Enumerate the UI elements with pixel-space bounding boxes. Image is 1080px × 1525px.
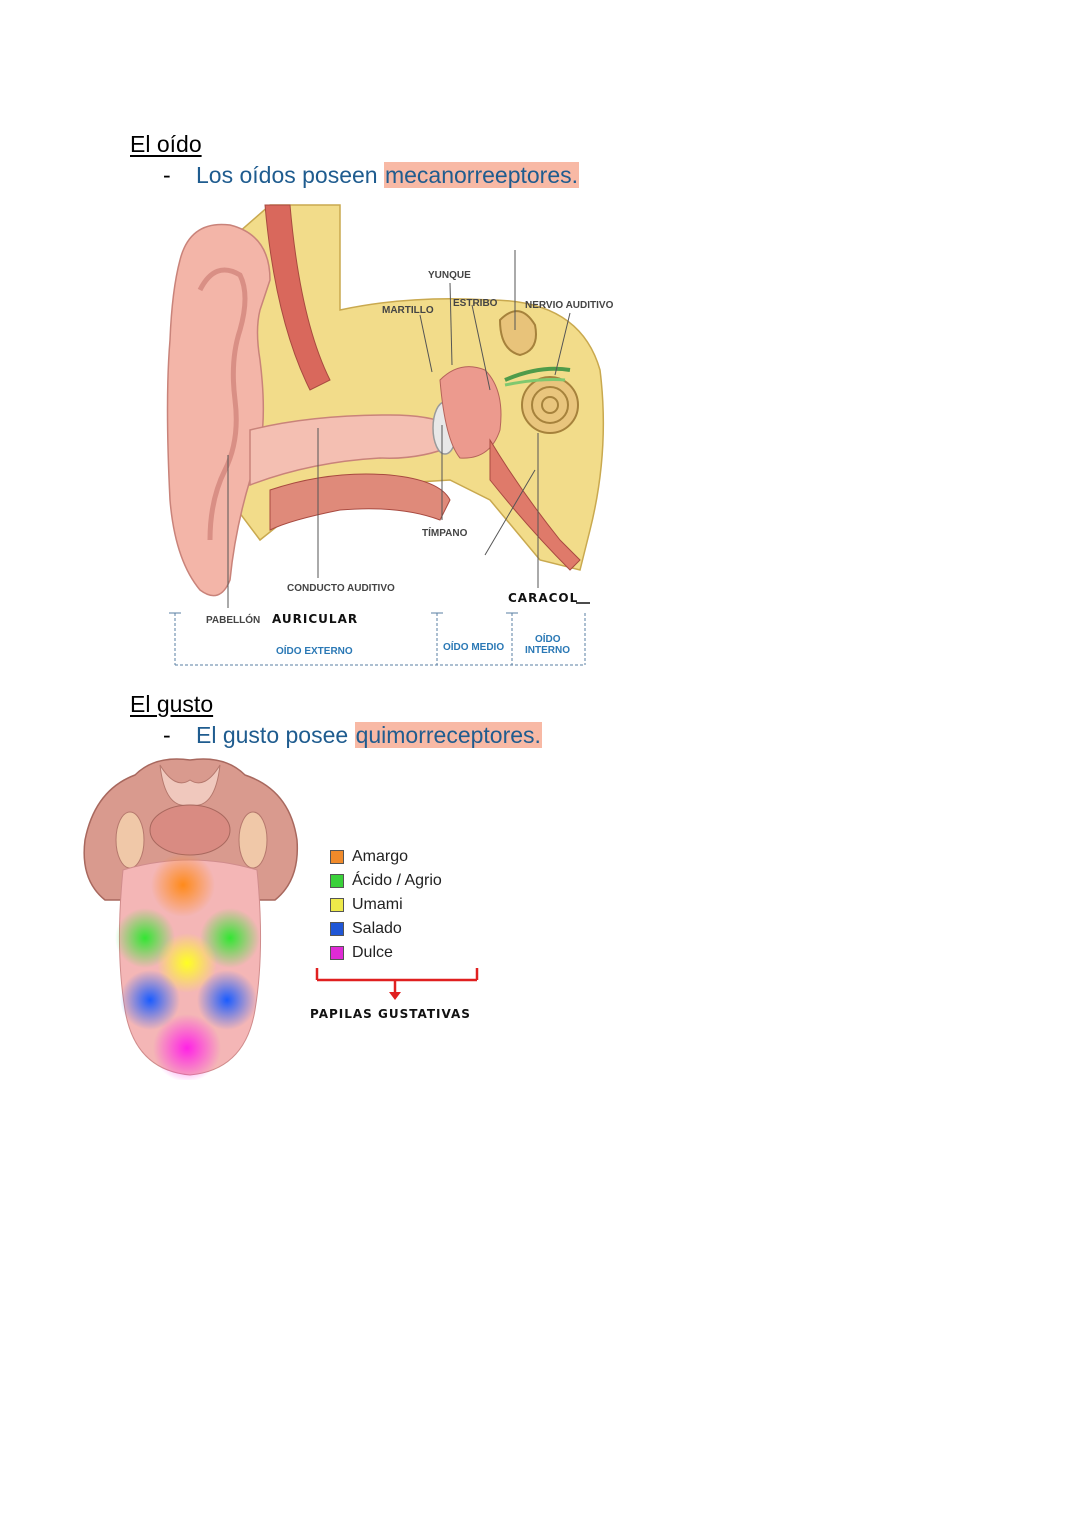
legend-swatch-dulce (330, 946, 344, 960)
label-estribo: ESTRIBO (453, 298, 498, 309)
lingual-tonsil (149, 804, 231, 856)
bullet-text: El gusto posee (196, 722, 355, 748)
pointer-lines (227, 250, 571, 608)
tongue-diagram (83, 758, 299, 1080)
bullet-dash: - (163, 722, 171, 748)
pinna (166, 223, 271, 597)
highlighted-term: mecanorreeptores. (383, 162, 580, 188)
label-oido-medio: OÍDO MEDIO (443, 640, 504, 653)
label-yunque: YUNQUE (428, 270, 471, 281)
label-oido-interno-1: OÍDO (535, 632, 561, 645)
legend-item: Amargo (330, 845, 442, 869)
legend-item: Salado (330, 917, 442, 941)
legend-swatch-salado (330, 922, 344, 936)
bullet-text: Los oídos poseen (196, 162, 384, 188)
legend-label: Umami (352, 896, 403, 913)
section-title-ear: El oído (130, 131, 202, 157)
cochlea (521, 376, 579, 434)
legend-label: Salado (352, 920, 402, 937)
handwritten-papilas: PAPILAS GUSTATIVAS (310, 1007, 471, 1021)
label-martillo: MARTILLO (382, 305, 434, 316)
label-pabellon: PABELLÓN (206, 613, 260, 626)
pinna-fold (197, 267, 248, 541)
zone-salado-left (120, 970, 180, 1030)
zone-umami (157, 933, 217, 993)
handwritten-auricular: AURICULAR (272, 612, 358, 626)
lower-muscle (269, 473, 451, 531)
ear-diagram: YUNQUE MARTILLO ESTRIBO NERVIO AUDITIVO … (166, 204, 614, 666)
legend-label: Amargo (352, 848, 409, 865)
left-tonsil (115, 811, 145, 869)
zone-dulce (153, 1014, 221, 1080)
middle-ear (439, 366, 502, 459)
label-conducto-auditivo: CONDUCTO AUDITIVO (287, 583, 395, 594)
legend-label: Dulce (352, 944, 393, 961)
red-bracket (315, 968, 479, 994)
zone-salado-right (197, 970, 257, 1030)
cochlea-spiral (531, 386, 569, 424)
eustachian-tube (489, 438, 581, 571)
legend-item: Ácido / Agrio (330, 869, 442, 893)
right-tonsil (238, 811, 268, 869)
legend-swatch-umami (330, 898, 344, 912)
handwritten-caracol: CARACOL (508, 591, 578, 605)
legend-swatch-acido (330, 874, 344, 888)
zone-amargo (151, 853, 215, 917)
legend-item: Dulce (330, 941, 442, 965)
arrow-down-icon (389, 992, 401, 1000)
label-oido-interno-2: INTERNO (525, 645, 570, 656)
legend-item: Umami (330, 893, 442, 917)
epiglottis (159, 764, 221, 806)
section-title-taste: El gusto (130, 691, 214, 717)
legend-label: Ácido / Agrio (352, 872, 442, 889)
bullet-ear: -Los oídos poseen mecanorreeptores. (163, 162, 580, 189)
bullet-dash: - (163, 162, 171, 188)
bullet-taste: -El gusto posee quimorreceptores. (163, 722, 542, 749)
legend-swatch-amargo (330, 850, 344, 864)
muscle-strip (264, 204, 331, 391)
label-nervio-auditivo: NERVIO AUDITIVO (525, 300, 614, 311)
label-timpano: TÍMPANO (422, 526, 468, 539)
papilas-annotation: PAPILAS GUSTATIVAS (310, 968, 479, 1021)
cochlea-center (541, 396, 559, 414)
auditory-nerve (504, 366, 571, 382)
highlighted-term: quimorreceptores. (354, 722, 542, 748)
region-brackets (174, 613, 586, 666)
taste-legend: Amargo Ácido / Agrio Umami Salado Dulce (330, 845, 442, 965)
label-oido-externo: OÍDO EXTERNO (276, 644, 353, 657)
semicircular-canal (498, 310, 537, 357)
auditory-nerve-branch (504, 378, 566, 387)
